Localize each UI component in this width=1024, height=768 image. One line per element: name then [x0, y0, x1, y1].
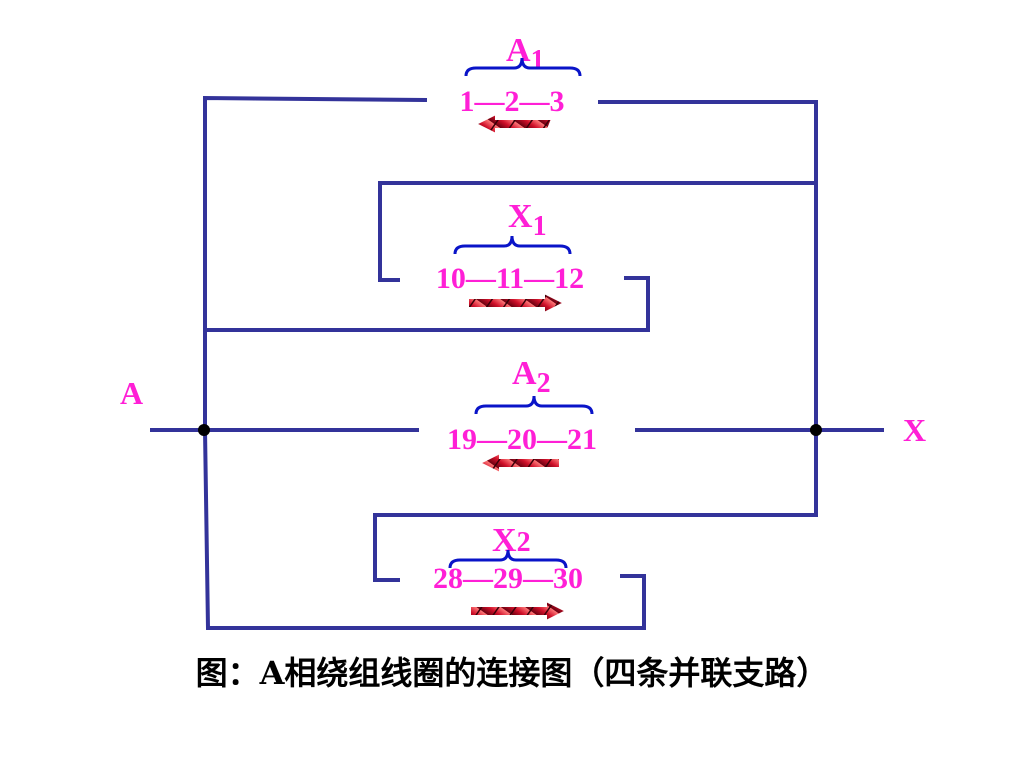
branch-x2: X2 28—29—30 — [433, 522, 583, 623]
junction-node-right — [810, 424, 822, 436]
branch-group: X — [508, 198, 533, 235]
branch-label: X1 — [508, 198, 547, 242]
branch-group: A — [506, 32, 531, 69]
branch-a1: A1 1—2—3 — [460, 32, 582, 136]
junction-node-left — [198, 424, 210, 436]
arrow-left-icon — [473, 112, 554, 136]
brace-icon — [453, 235, 572, 255]
wiring — [150, 95, 884, 630]
wire-x2-right — [202, 427, 646, 630]
branch-sub: 1 — [531, 45, 545, 76]
brace-icon — [448, 549, 568, 569]
wire-a1-left — [203, 95, 428, 432]
wire-x1-top — [378, 181, 818, 282]
arrow-left-icon — [477, 451, 561, 475]
arrow-right-icon — [469, 599, 569, 623]
branch-sub: 2 — [517, 527, 531, 558]
circuit-diagram: A X A1 1—2—3 X1 10—11—12 A2 19—20—21 X2 … — [120, 32, 926, 630]
coil-sequence: 1—2—3 — [460, 85, 565, 118]
branch-label: A2 — [512, 355, 551, 399]
branch-sub: 1 — [533, 211, 547, 242]
terminal-label-end: X — [903, 412, 926, 448]
wire-a1-right — [598, 100, 818, 432]
coil-sequence: 10—11—12 — [436, 262, 584, 295]
branch-x1: X1 10—11—12 — [436, 198, 584, 315]
terminal-label-start: A — [120, 375, 143, 411]
branch-a2: A2 19—20—21 — [447, 355, 597, 475]
arrow-right-icon — [467, 291, 567, 315]
figure-caption: 图：A相绕组线圈的连接图（四条并联支路） — [195, 654, 829, 692]
coil-sequence: 19—20—21 — [447, 423, 597, 456]
branch-label: X2 — [492, 522, 531, 559]
branch-group: A — [512, 355, 537, 392]
wire-x2-top — [373, 428, 818, 582]
brace-icon — [464, 57, 582, 77]
branch-sub: 2 — [537, 368, 551, 399]
wire-x1-right — [203, 276, 650, 332]
brace-icon — [474, 395, 594, 415]
branch-group: X — [492, 522, 517, 559]
coil-sequence: 28—29—30 — [433, 562, 583, 595]
